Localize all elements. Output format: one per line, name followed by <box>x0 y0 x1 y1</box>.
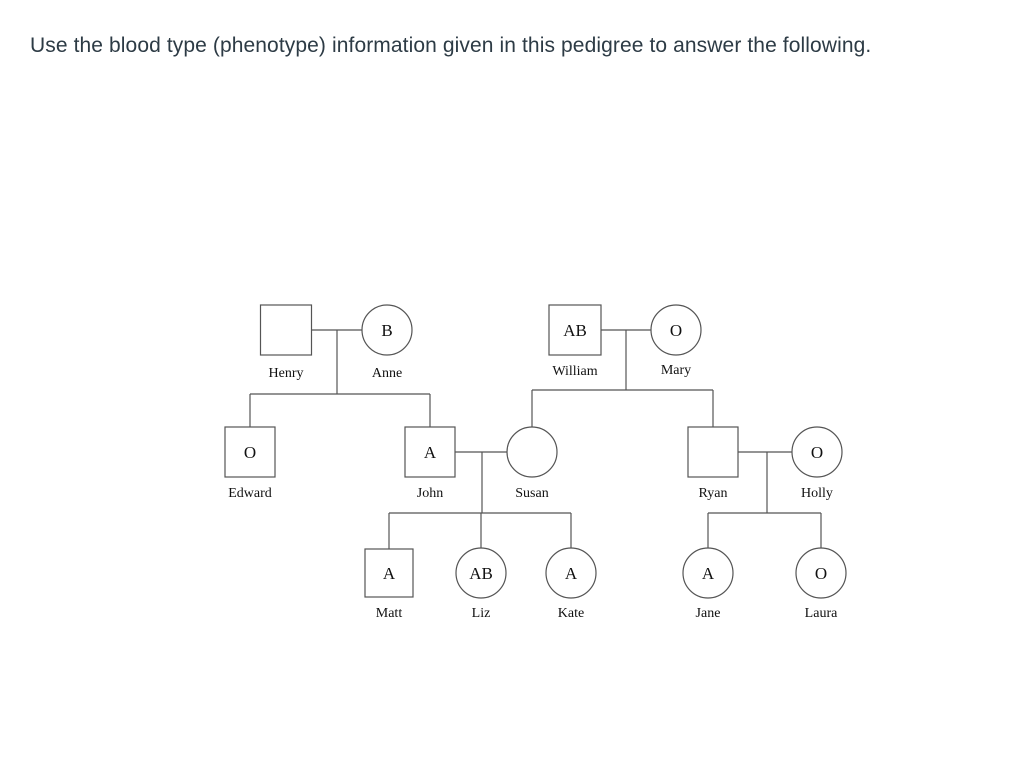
blood-type-william: AB <box>563 321 587 340</box>
name-label-mary: Mary <box>661 363 691 378</box>
male-symbol-ryan <box>687 426 739 478</box>
name-label-anne: Anne <box>372 366 402 381</box>
blood-type-anne: B <box>381 321 392 340</box>
male-symbol-john <box>404 426 456 478</box>
female-symbol-holly <box>791 426 843 478</box>
female-symbol-anne <box>361 304 413 356</box>
male-symbol-matt <box>364 548 414 598</box>
name-label-ryan: Ryan <box>699 486 728 501</box>
male-symbol-william <box>548 304 602 356</box>
female-symbol-liz <box>455 547 507 599</box>
female-symbol-susan <box>506 426 558 478</box>
male-symbol-edward <box>224 426 276 478</box>
blood-type-mary: O <box>670 321 682 340</box>
blood-type-matt: A <box>383 564 396 583</box>
female-symbol-mary <box>650 304 702 356</box>
name-label-jane: Jane <box>696 606 721 621</box>
name-label-john: John <box>417 486 443 501</box>
name-label-susan: Susan <box>515 486 548 501</box>
name-label-william: William <box>552 364 597 379</box>
blood-type-john: A <box>424 443 437 462</box>
name-label-liz: Liz <box>472 606 491 621</box>
name-label-kate: Kate <box>558 606 584 621</box>
blood-type-edward: O <box>244 443 256 462</box>
female-symbol-laura <box>795 547 847 599</box>
blood-type-liz: AB <box>469 564 493 583</box>
name-label-henry: Henry <box>269 366 304 381</box>
name-label-matt: Matt <box>376 606 403 621</box>
name-label-laura: Laura <box>805 606 838 621</box>
blood-type-holly: O <box>811 443 823 462</box>
female-symbol-jane <box>682 547 734 599</box>
blood-type-kate: A <box>565 564 578 583</box>
name-label-holly: Holly <box>801 486 833 501</box>
blood-type-jane: A <box>702 564 715 583</box>
male-symbol-henry <box>259 304 313 356</box>
blood-type-laura: O <box>815 564 827 583</box>
female-symbol-kate <box>545 547 597 599</box>
name-label-edward: Edward <box>228 486 272 501</box>
question-text: Use the blood type (phenotype) informati… <box>30 34 872 57</box>
